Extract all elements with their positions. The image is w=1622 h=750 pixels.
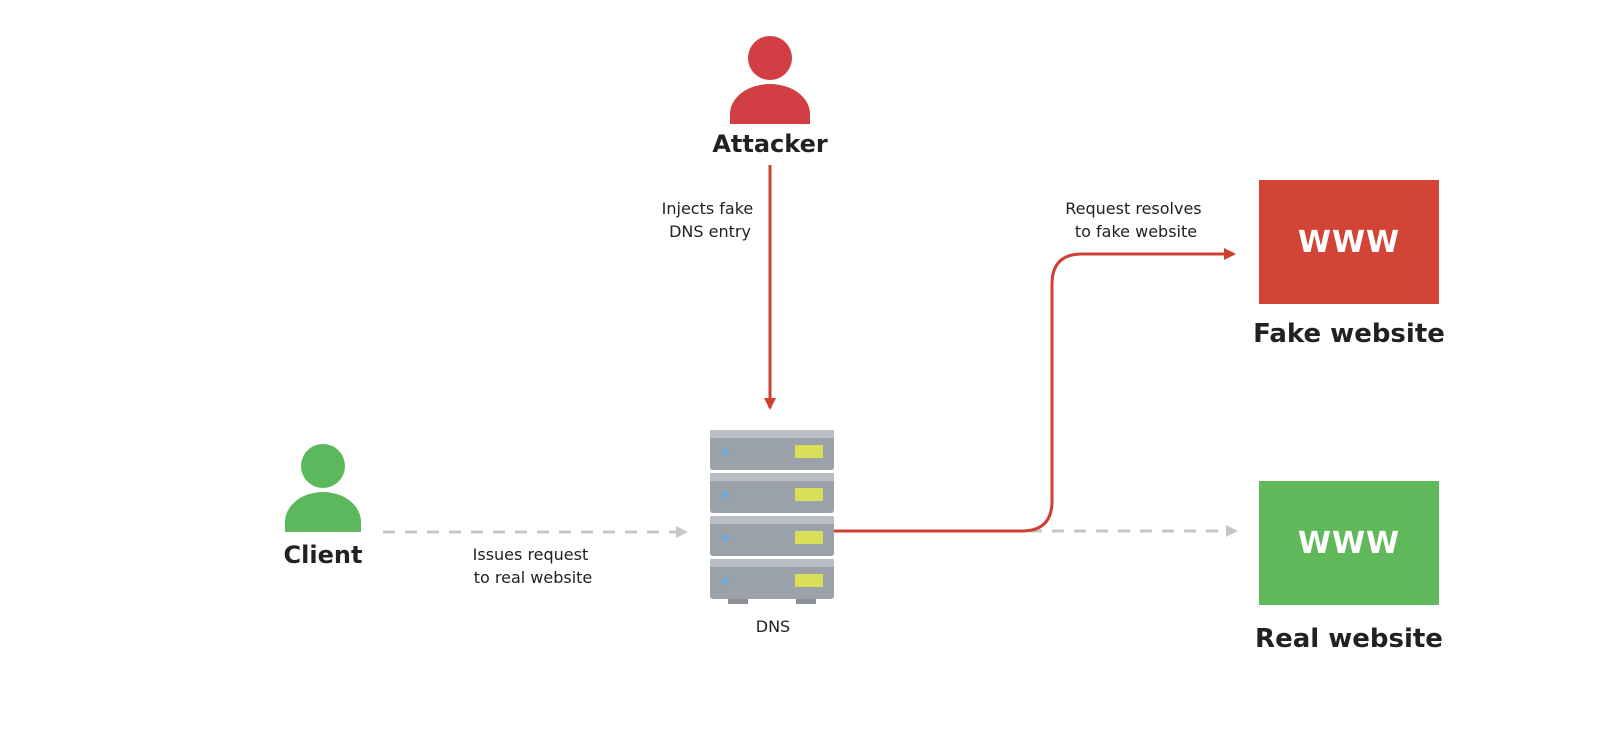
resolve-fake-label-line-2: to fake website <box>1075 222 1197 241</box>
request-label-line-2: to real website <box>474 568 593 587</box>
resolve-fake-label-line-1: Request resolves <box>1065 199 1201 218</box>
fake-website-label: Fake website <box>1253 319 1445 349</box>
fake-website-node: WWW Fake website <box>1253 180 1445 349</box>
edge-resolve-fake: Request resolves to fake website <box>834 199 1236 533</box>
attacker-label: Attacker <box>712 130 828 158</box>
real-website-box-text: WWW <box>1298 526 1400 561</box>
inject-label-line-2: DNS entry <box>669 222 751 241</box>
server-stack-icon <box>710 430 834 604</box>
resolve-fake-label: Request resolves to fake website <box>1065 199 1206 241</box>
inject-label-line-1: Injects fake <box>662 199 754 218</box>
request-label: Issues request to real website <box>473 545 594 587</box>
edge-inject: Injects fake DNS entry <box>662 165 776 410</box>
client-person-icon <box>285 444 361 532</box>
real-website-label: Real website <box>1255 624 1443 654</box>
real-website-node: WWW Real website <box>1255 481 1443 654</box>
inject-label: Injects fake DNS entry <box>662 199 759 241</box>
dns-node: DNS <box>710 430 834 636</box>
resolve-fake-arrow <box>834 248 1236 533</box>
client-label: Client <box>284 541 363 569</box>
dns-label: DNS <box>756 617 790 636</box>
client-node: Client <box>284 444 363 569</box>
real-website-icon: WWW <box>1259 481 1439 605</box>
attacker-person-icon <box>730 36 810 124</box>
edge-request: Issues request to real website <box>383 526 688 587</box>
fake-website-box-text: WWW <box>1298 225 1400 260</box>
fake-website-icon: WWW <box>1259 180 1439 304</box>
request-label-line-1: Issues request <box>473 545 589 564</box>
attacker-node: Attacker <box>712 36 828 158</box>
